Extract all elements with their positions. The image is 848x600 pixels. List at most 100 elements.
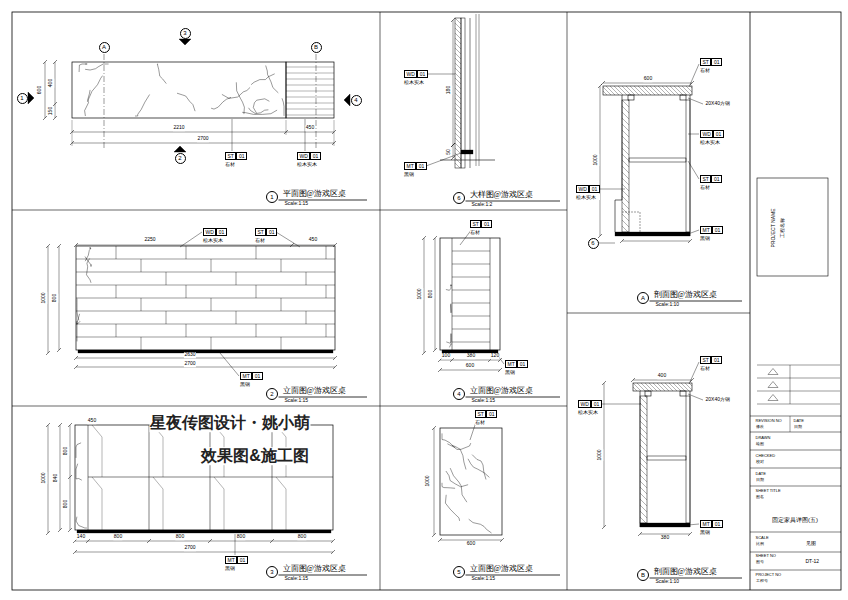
dim-tick — [500, 538, 504, 542]
material-tag: MT01黑钢 — [700, 520, 723, 535]
hatch — [678, 86, 687, 95]
table-line — [750, 432, 841, 433]
glass-line — [479, 14, 480, 166]
material-number: 01 — [713, 130, 724, 138]
hatch — [455, 73, 461, 79]
annotation: 800 — [175, 534, 184, 540]
material-number: 01 — [481, 220, 492, 228]
material-code: WD — [578, 400, 591, 408]
annotation: 800 — [63, 446, 69, 455]
view-marker-circle: A — [99, 42, 110, 53]
annotation: Scale:1:2 — [471, 202, 493, 208]
stone-edge — [452, 238, 453, 350]
annotation: 450 — [308, 237, 317, 243]
hatch — [640, 505, 647, 512]
annotation: Scale:1:10 — [655, 302, 680, 308]
shelf-perspective — [92, 477, 102, 530]
dim-tick — [598, 84, 602, 88]
leader-line — [688, 161, 699, 179]
material-name: 石材 — [700, 67, 722, 73]
hatch — [640, 517, 646, 523]
watermark: 星夜传图设计・姚小萌 — [150, 414, 311, 432]
hatch — [640, 409, 647, 416]
annotation: 日期 — [755, 478, 764, 482]
material-tag: WD01松木实木 — [404, 70, 428, 85]
marker-number: 5 — [457, 569, 460, 575]
leader-line — [688, 230, 699, 234]
hatch — [606, 86, 615, 95]
dim-tick — [498, 368, 502, 372]
hatch — [640, 433, 647, 440]
marker-number: B — [314, 44, 318, 50]
material-name: 松木实木 — [576, 194, 600, 200]
dim-tick — [46, 531, 50, 535]
dimension-line — [48, 425, 49, 533]
hatch — [685, 383, 692, 390]
view-marker-circle: 3 — [266, 566, 278, 578]
shelf-perspective — [276, 477, 286, 530]
leader-line — [220, 353, 239, 376]
tag-row: MT01 — [225, 556, 248, 564]
dimension-line — [604, 383, 605, 527]
extension-line — [72, 120, 73, 146]
dimension-line — [76, 358, 335, 359]
steel-tube — [680, 95, 686, 100]
material-code: ST — [700, 175, 711, 183]
material-name: 石材 — [475, 419, 497, 425]
view-marker-circle: 4 — [453, 388, 465, 400]
dimension-line — [76, 367, 335, 368]
stone-outline — [440, 428, 502, 535]
stone-vein — [249, 108, 269, 114]
hatch — [622, 130, 629, 137]
material-name: 黑钢 — [240, 381, 263, 387]
view-marker-circle: 4 — [351, 95, 362, 106]
stone-vein — [135, 95, 150, 117]
hatch — [622, 196, 629, 203]
tag-row: WD01 — [404, 70, 428, 78]
material-number: 01 — [711, 175, 722, 183]
wood-grain — [286, 115, 334, 116]
plank-joint — [116, 285, 117, 298]
dim-tick — [620, 239, 624, 243]
stone-vein — [85, 64, 109, 70]
hatch — [455, 148, 461, 154]
hatch — [622, 178, 629, 185]
panel-divider — [567, 313, 750, 314]
hatch — [633, 387, 637, 391]
dim-tick — [73, 550, 77, 554]
stone-vein — [266, 66, 279, 93]
hatch — [640, 499, 647, 506]
annotation: Scale:1:10 — [655, 579, 680, 585]
annotation: 450 — [87, 418, 96, 424]
hatch — [455, 98, 461, 104]
hatch — [690, 86, 692, 88]
hatch — [455, 53, 461, 59]
dim-tick — [270, 539, 274, 543]
material-name: 石材 — [255, 237, 277, 243]
hatch — [622, 160, 629, 167]
material-tag: MT01黑钢 — [404, 162, 427, 177]
stone-vein — [87, 76, 102, 102]
leader-line — [688, 134, 699, 135]
dim-tick — [86, 539, 90, 543]
material-name: 石材 — [700, 365, 722, 371]
annotation: REVISION NO — [755, 419, 782, 423]
dim-tick — [333, 356, 337, 360]
dimension-line — [72, 143, 334, 144]
tag-row: MT01 — [404, 162, 427, 170]
marker-number: 3 — [270, 569, 273, 575]
plank-joint — [211, 259, 212, 272]
hatch — [640, 415, 647, 422]
dimension-line — [75, 541, 333, 542]
hatch — [640, 403, 647, 410]
dim-tick — [147, 539, 151, 543]
hatch — [622, 112, 629, 119]
steel-base — [615, 232, 690, 236]
panel-divider — [12, 406, 567, 407]
material-number: 01 — [712, 520, 723, 528]
wood-grain — [286, 97, 334, 98]
dim-tick — [58, 528, 62, 532]
hatch — [641, 383, 649, 391]
leader-line — [689, 362, 699, 384]
annotation: 图号 — [755, 560, 764, 564]
